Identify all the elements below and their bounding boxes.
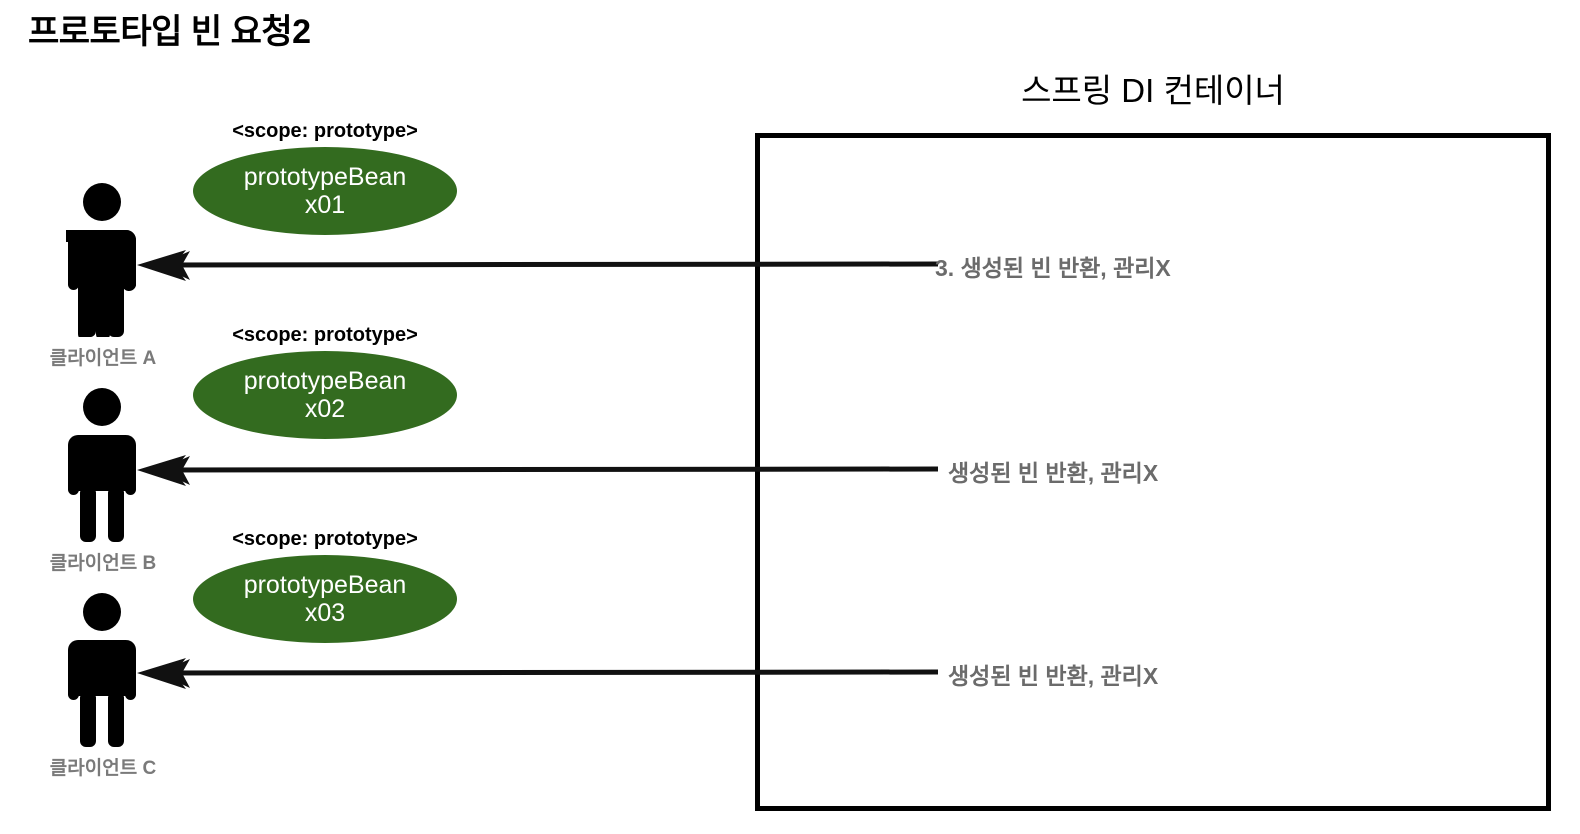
arrow-left-icon [128, 245, 938, 285]
bean-instance-1: x01 [304, 191, 346, 219]
person-icon [66, 387, 138, 542]
bean-name-1: prototypeBean [243, 163, 407, 191]
di-container-box [755, 133, 1551, 811]
arrow-label-1: 3. 생성된 빈 반환, 관리X [935, 255, 1171, 281]
bean-name-3: prototypeBean [243, 571, 407, 599]
arrow-label-2: 생성된 빈 반환, 관리X [948, 460, 1159, 486]
client-a[interactable]: 클라이언트 A [38, 182, 168, 370]
bean-name-2: prototypeBean [243, 367, 407, 395]
client-a-label: 클라이언트 A [49, 348, 157, 369]
arrow-left-icon [128, 653, 938, 693]
di-container-title: 스프링 DI 컨테이너 [1021, 72, 1285, 109]
bean-ellipse-3[interactable]: prototypeBean x03 [193, 555, 457, 643]
client-b-label: 클라이언트 B [49, 553, 157, 574]
bean-node-3[interactable]: <scope: prototype> prototypeBean x03 [193, 528, 457, 643]
client-c[interactable]: 클라이언트 C [38, 592, 168, 780]
bean-node-2[interactable]: <scope: prototype> prototypeBean x02 [193, 324, 457, 439]
person-icon [52, 182, 138, 341]
bean-node-1[interactable]: <scope: prototype> prototypeBean x01 [193, 120, 457, 235]
arrow-label-3: 생성된 빈 반환, 관리X [948, 663, 1159, 689]
person-icon [66, 592, 138, 747]
bean-instance-3: x03 [304, 599, 346, 627]
bean-scope-label-3: <scope: prototype> [232, 528, 418, 550]
page-title: 프로토타입 빈 요청2 [28, 13, 311, 51]
arrow-left-icon [128, 450, 938, 490]
client-c-label: 클라이언트 C [49, 758, 157, 779]
bean-scope-label-2: <scope: prototype> [232, 324, 418, 346]
bean-scope-label-1: <scope: prototype> [232, 120, 418, 142]
client-b[interactable]: 클라이언트 B [38, 387, 168, 575]
bean-instance-2: x02 [304, 395, 346, 423]
bean-ellipse-2[interactable]: prototypeBean x02 [193, 351, 457, 439]
bean-ellipse-1[interactable]: prototypeBean x01 [193, 147, 457, 235]
